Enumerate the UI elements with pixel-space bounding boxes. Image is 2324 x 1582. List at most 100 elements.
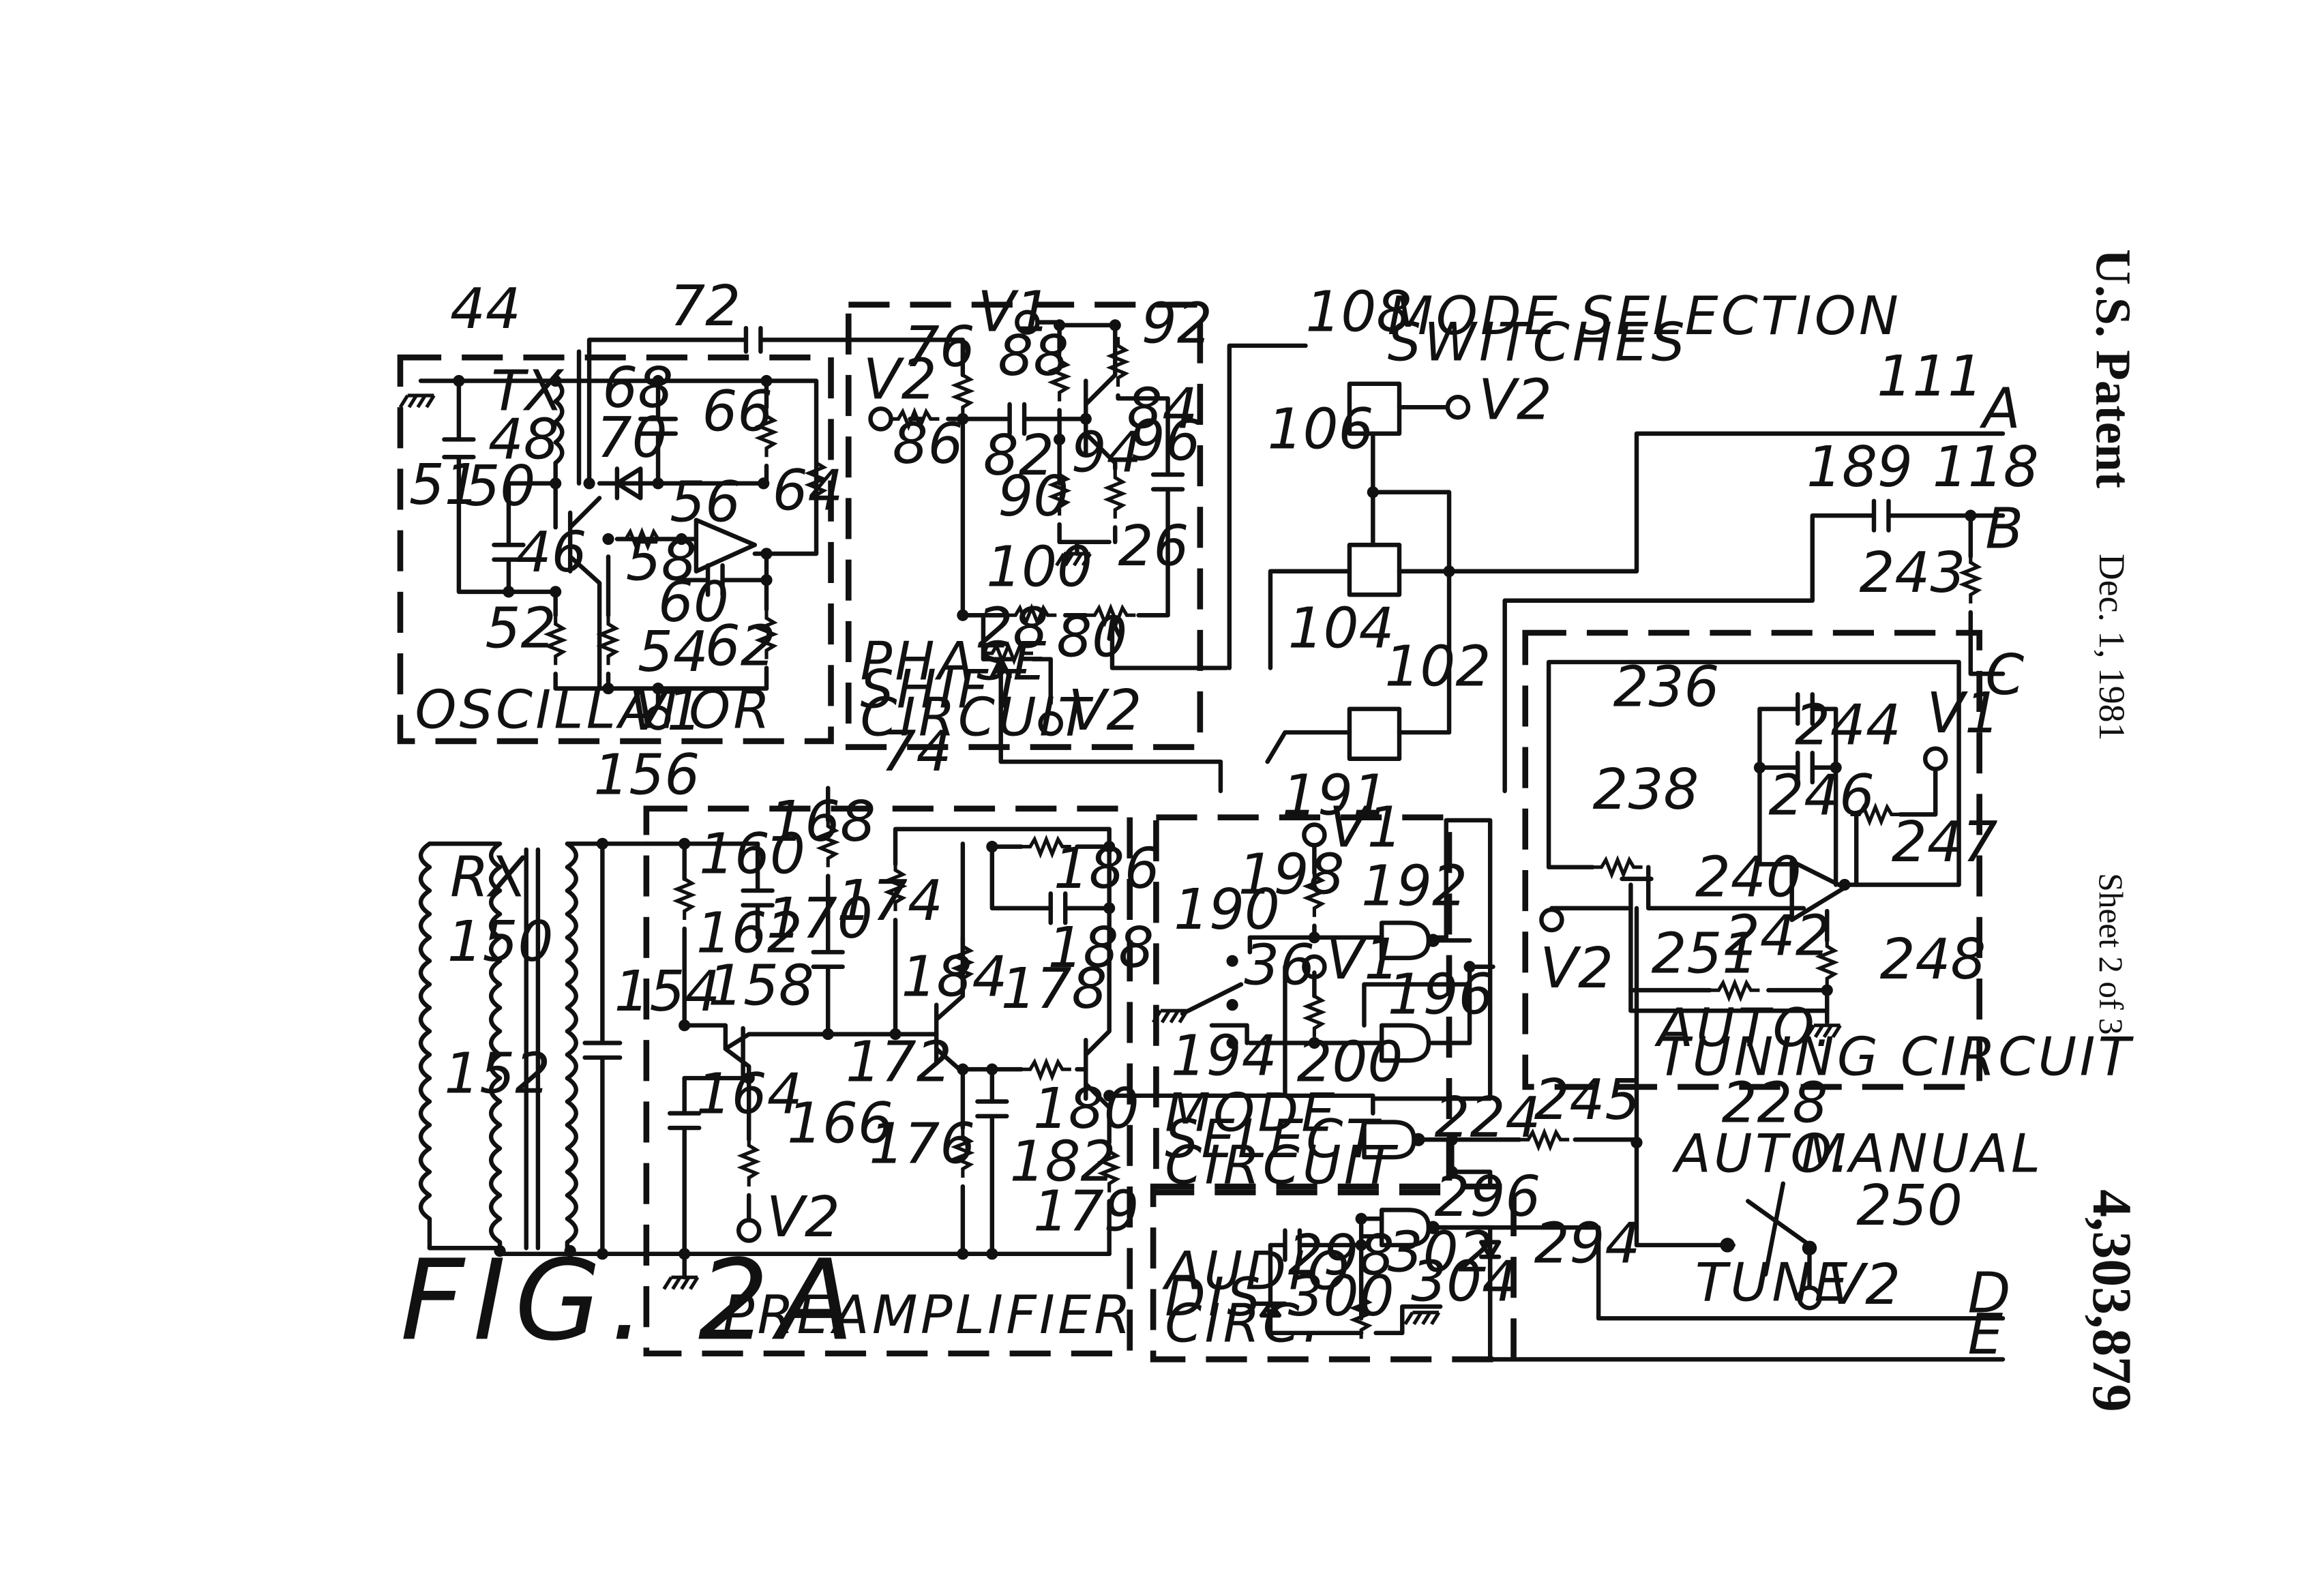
terminal-e: E <box>1967 1302 2003 1367</box>
tx-label: TX <box>491 359 565 423</box>
ref-62: 62 <box>705 614 776 678</box>
ref-96: 96 <box>1130 409 1201 474</box>
supply-v1-tuning: V1 <box>1926 681 2000 746</box>
auto-tuning-block: AUTO. TUNING CIRCUIT 236 244 246 V1 238 … <box>1522 629 2131 1248</box>
oscillator-block: OSCILLATOR 44 TX 48 51 50 46 52 54 58 60… <box>397 277 844 745</box>
ref-294: 294 <box>1534 1212 1641 1277</box>
auto-manual-switch: AUTO. MANUAL TUNE 250 V2 <box>1671 1124 2040 1317</box>
ref-174: 174 <box>837 869 943 934</box>
junction-dots <box>679 837 1116 1260</box>
ref-162: 162 <box>696 901 803 966</box>
ref-298: 298 <box>1288 1223 1395 1288</box>
ref-100: 100 <box>986 535 1092 599</box>
ref-164: 164 <box>696 1062 803 1127</box>
ref-189: 189 <box>1806 435 1913 500</box>
switch-104 <box>1347 542 1402 597</box>
ref-186: 186 <box>1054 837 1160 901</box>
ref-166: 166 <box>787 1092 893 1156</box>
ref-192: 192 <box>1361 854 1468 919</box>
ref-194: 194 <box>1171 1024 1277 1089</box>
ref-118: 118 <box>1933 435 2039 500</box>
ref-86: 86 <box>893 412 964 477</box>
rx-label: RX <box>450 846 528 910</box>
ref-302: 302 <box>1388 1221 1494 1285</box>
ref-250: 250 <box>1856 1174 1963 1238</box>
ref-94: 94 <box>1071 421 1142 486</box>
supply-v2-switches: V2 <box>1478 368 1552 432</box>
ref-156: 156 <box>594 743 700 807</box>
ref-76: 76 <box>904 315 975 380</box>
phase-shift-label-3: CIRCUIT <box>860 687 1094 748</box>
junction-dots <box>494 837 608 1260</box>
auto-label: AUTO. <box>1671 1124 1853 1185</box>
ref-92: 92 <box>1142 292 1212 357</box>
mode-select-boundary <box>1153 814 1452 1195</box>
ref-182: 182 <box>1010 1129 1116 1194</box>
phase-shift-boundary <box>846 301 1204 750</box>
ref-66: 66 <box>702 380 773 445</box>
ref-84: 84 <box>1127 376 1197 441</box>
oscillator-label: OSCILLATOR <box>415 680 773 741</box>
ref-88: 88 <box>998 324 1069 389</box>
preamplifier-boundary <box>643 805 1133 1357</box>
ref-51: 51 <box>409 453 480 518</box>
terminal-d: D <box>1967 1262 2010 1326</box>
ref-170: 170 <box>766 886 873 951</box>
supply-v2-phase-80: V2 <box>1069 678 1142 743</box>
ref-90: 90 <box>998 464 1069 529</box>
ref-54: 54 <box>638 620 709 685</box>
ref-108: 108 <box>1306 280 1412 344</box>
ref-188: 188 <box>1047 916 1154 981</box>
supply-v2-switch: V2 <box>1827 1253 1901 1317</box>
terminal-b: B <box>1985 496 2023 561</box>
audio-dis-label-2: DIS. <box>1165 1267 1283 1328</box>
patent-header: U.S. Patent Dec. 1, 1981 Sheet 2 of 3 4,… <box>2081 249 2143 1412</box>
ref-251: 251 <box>1651 921 1757 986</box>
mode-selection-label-1: MODE SELECTION <box>1388 286 1901 347</box>
ref-300: 300 <box>1288 1264 1395 1329</box>
preamplifier-label: PREAMPLIFIER <box>723 1285 1134 1346</box>
ref-160: 160 <box>699 822 805 886</box>
ref-48: 48 <box>488 407 559 472</box>
audio-dis-label-1: AUDIO <box>1161 1240 1352 1302</box>
phase-shift-label-2: SHIFT <box>860 659 1027 721</box>
ref-179: 179 <box>1033 1179 1139 1244</box>
ref-245: 245 <box>1534 1068 1641 1133</box>
ref-111: 111 <box>1877 344 1983 409</box>
tune-label: TUNE <box>1695 1253 1851 1314</box>
ref-244: 244 <box>1795 693 1901 758</box>
ref-168: 168 <box>769 790 876 854</box>
audio-dis-block: AUDIO DIS. CIRC. 296 298 302 300 304 294… <box>1150 1165 2010 1367</box>
ref-198: 198 <box>1238 842 1345 907</box>
ref-236: 236 <box>1613 655 1720 719</box>
ref-80: 80 <box>1056 605 1127 670</box>
mode-select-block: MODE SELECT CIRCUIT 191 V1 198 192 190 3… <box>1153 763 1641 1197</box>
junction-dots <box>453 374 773 695</box>
ref-28: 28 <box>977 596 1048 661</box>
ref-46: 46 <box>516 520 587 585</box>
supply-v2-phase: V2 <box>863 347 937 412</box>
ref-60: 60 <box>658 570 729 635</box>
ground-icon <box>400 395 434 407</box>
ref-242: 242 <box>1725 904 1831 969</box>
ref-64: 64 <box>773 459 844 524</box>
patent-number: 4,303,879 <box>2081 1189 2143 1412</box>
figure-label: FIG. 2A <box>400 1235 863 1365</box>
ref-176: 176 <box>869 1112 975 1177</box>
ref-191: 191 <box>1282 763 1388 828</box>
mode-selection-switches: MODE SELECTION SWITCHES 108 106 104 102 … <box>1227 280 2006 764</box>
ref-26: 26 <box>1118 514 1189 579</box>
mode-select-label-2: SELECT <box>1165 1109 1382 1170</box>
audio-dis-label-3: CIRC. <box>1165 1294 1322 1355</box>
supply-v2-tuning: V2 <box>1540 936 1613 1001</box>
patent-sheet: Sheet 2 of 3 <box>2092 873 2130 1034</box>
terminal-c: C <box>1985 643 2024 708</box>
phase-shift-block: PHASE SHIFT CIRCUIT 76 88 92 V1 V2 86 82… <box>846 280 1229 794</box>
auto-tuning-boundary <box>1522 629 1982 1090</box>
ref-70: 70 <box>597 406 668 471</box>
ref-106: 106 <box>1268 397 1374 462</box>
ref-247: 247 <box>1892 810 1998 875</box>
ref-243: 243 <box>1860 541 1966 606</box>
ref-56: 56 <box>670 471 741 535</box>
